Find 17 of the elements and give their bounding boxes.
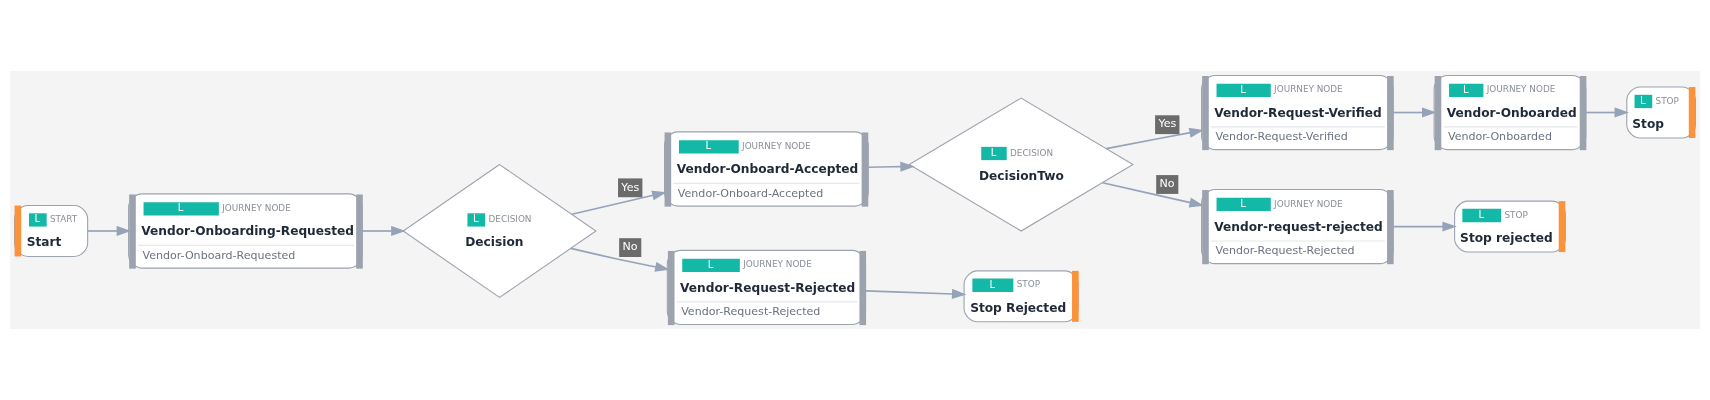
arrow (1105, 127, 1204, 150)
arrow (1101, 181, 1204, 208)
edge-label: No (1159, 177, 1175, 191)
arrow (1585, 107, 1629, 118)
arrow (361, 225, 406, 237)
node-diamond: L DECISION DecisionTwo (908, 97, 1134, 232)
arrow (87, 225, 132, 237)
arrow (865, 288, 967, 299)
node-diamond: L DECISION Decision (402, 163, 597, 299)
edge-label: Yes (1158, 117, 1177, 131)
arrow (571, 190, 667, 216)
arrow (570, 247, 670, 272)
edge-label: No (622, 240, 638, 254)
arrow (1392, 107, 1437, 118)
edge-label: Yes (621, 180, 640, 194)
arrow (1392, 221, 1457, 232)
arrow (867, 161, 915, 172)
